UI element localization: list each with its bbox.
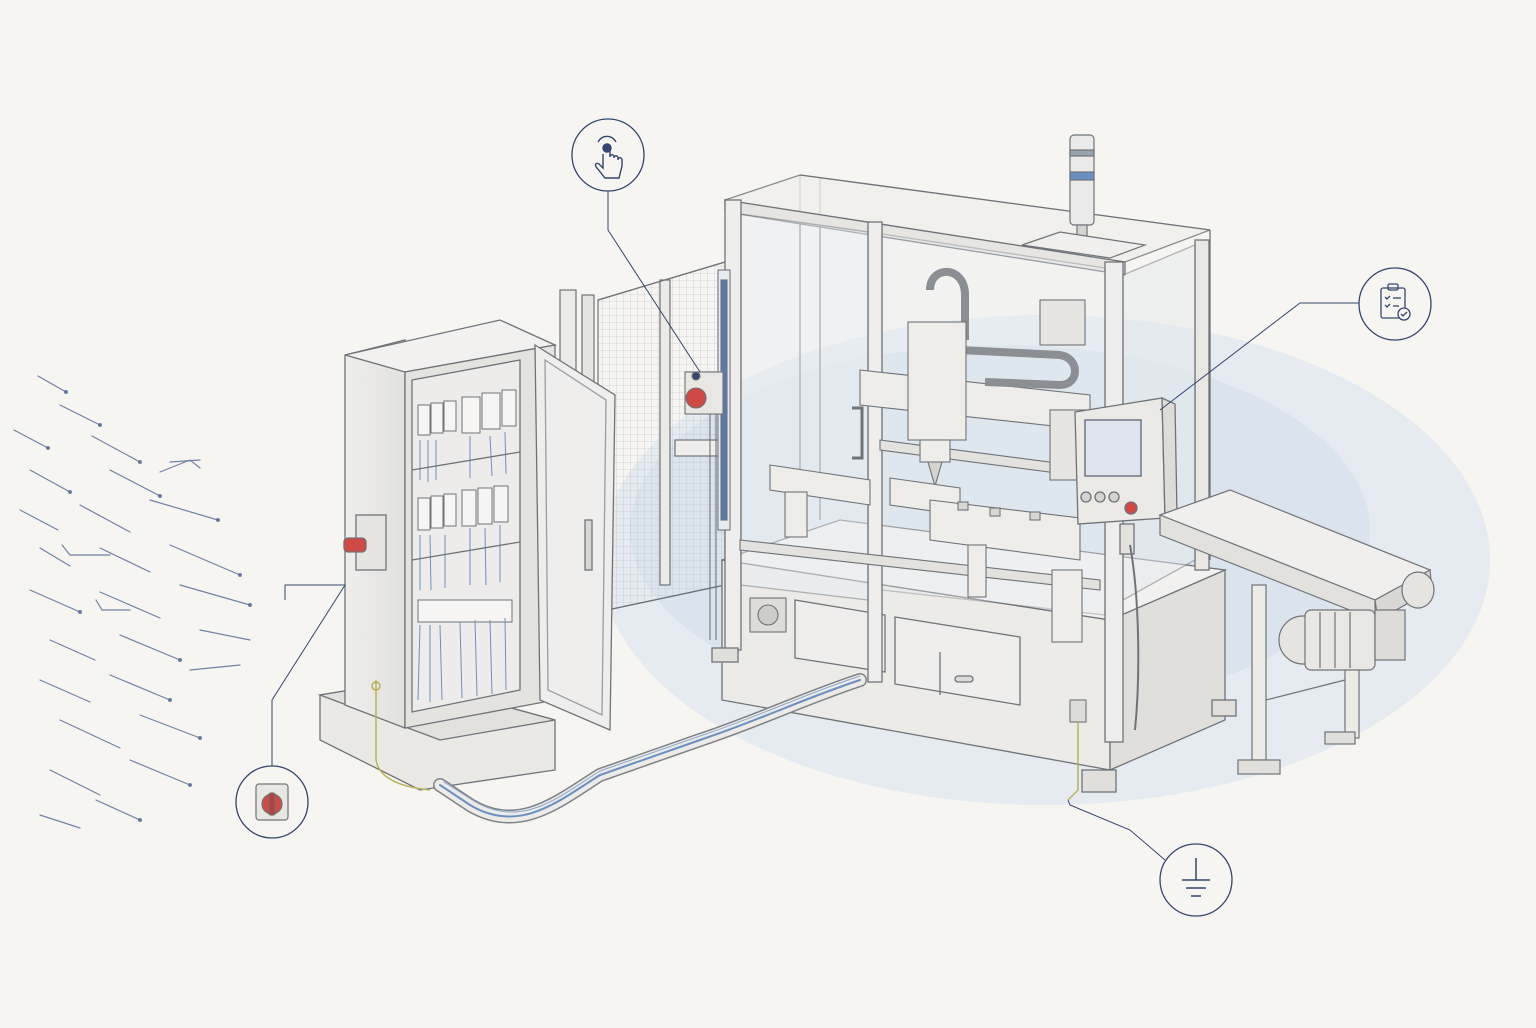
electrical-cabinet [317, 319, 616, 791]
hand-pointer-icon [594, 135, 623, 179]
cable-tray [433, 673, 867, 824]
hmi-control-panel [1074, 396, 1178, 555]
callout-leader-lines [271, 190, 1362, 861]
conveyor [1158, 489, 1435, 775]
ground-callout [1159, 843, 1233, 917]
machine-ground-connection [1067, 544, 1140, 801]
rotary-switch-icon [255, 783, 289, 821]
checklist-callout [1358, 267, 1432, 341]
machine-interior [739, 267, 1101, 643]
stack-light [1021, 134, 1148, 259]
push-button-callout [571, 118, 645, 192]
clipboard-check-icon [1380, 283, 1411, 321]
data-stream-lines [13, 375, 251, 829]
light-curtain [717, 269, 731, 531]
main-switch-callout [235, 765, 309, 839]
data-stream-dots [46, 390, 252, 822]
fence-emergency-stop [684, 371, 724, 640]
earth-ground-icon [1182, 858, 1210, 897]
